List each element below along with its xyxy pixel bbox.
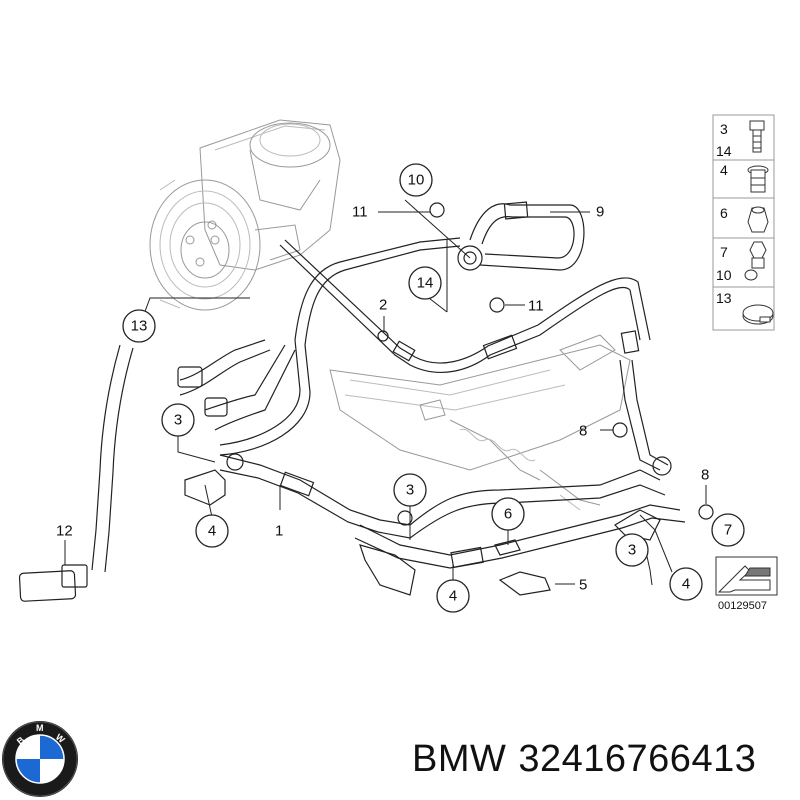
label-2: 2 [379, 297, 387, 314]
bmw-logo: B M W [2, 721, 78, 797]
callout-4-left: 4 [195, 514, 229, 548]
svg-text:13: 13 [131, 318, 148, 335]
reference-box: 00129507 [715, 556, 778, 612]
hose-lines [18, 201, 714, 602]
circled-callouts: 10 14 13 3 4 3 4 6 3 4 7 [122, 163, 745, 613]
legend-label-7: 7 [720, 244, 728, 260]
legend-label-4: 4 [720, 162, 728, 178]
legend-label-10: 10 [716, 267, 732, 283]
svg-text:4: 4 [208, 523, 216, 540]
callout-4-center: 4 [436, 579, 470, 613]
part-caption: BMW 32416766413 [412, 738, 768, 781]
legend-label-6: 6 [720, 205, 728, 221]
steering-rack-drawing [329, 334, 631, 511]
fastener-legend: 3 14 4 6 7 10 13 [712, 114, 775, 331]
svg-text:4: 4 [682, 576, 690, 593]
callout-14: 14 [408, 266, 442, 300]
callout-7: 7 [711, 513, 745, 547]
svg-text:4: 4 [449, 588, 457, 605]
brand-name: BMW [412, 738, 507, 780]
callout-13: 13 [122, 309, 156, 343]
legend-label-14: 14 [716, 143, 732, 159]
callout-3-left: 3 [161, 403, 195, 437]
label-11-top: 11 [352, 204, 368, 221]
label-8-left: 8 [579, 423, 587, 440]
banjo-bolt-icon [744, 241, 767, 281]
callout-10: 10 [399, 163, 433, 197]
callout-3-center: 3 [393, 473, 427, 507]
hose-clamp-icon [742, 304, 774, 325]
logo-letter-b: B [15, 734, 27, 746]
leader-lines [64, 199, 707, 586]
svg-text:7: 7 [724, 522, 732, 539]
svg-text:3: 3 [628, 542, 636, 559]
svg-text:10: 10 [408, 172, 425, 189]
legend-label-13: 13 [716, 290, 732, 306]
label-12: 12 [56, 523, 73, 540]
svg-text:3: 3 [406, 482, 414, 499]
power-steering-pump-drawing [149, 119, 341, 311]
part-number: 32416766413 [518, 738, 757, 780]
svg-text:14: 14 [417, 275, 434, 292]
logo-letter-m: M [36, 723, 44, 733]
label-9: 9 [596, 204, 604, 221]
svg-text:3: 3 [174, 412, 182, 429]
label-1: 1 [275, 523, 283, 540]
reference-code: 00129507 [718, 600, 767, 612]
callout-6: 6 [491, 497, 525, 531]
svg-text:6: 6 [504, 506, 512, 523]
nut-icon [747, 206, 769, 233]
bolt-icon [749, 120, 765, 153]
callout-4-right: 4 [669, 567, 703, 601]
callout-3-right: 3 [615, 533, 649, 567]
plain-callouts: 11 9 2 11 8 8 1 12 5 [56, 204, 709, 594]
label-5: 5 [579, 577, 587, 594]
legend-label-3: 3 [720, 121, 728, 137]
label-11-mid: 11 [528, 298, 544, 315]
screw-icon [747, 165, 769, 193]
label-8-right: 8 [701, 467, 709, 484]
